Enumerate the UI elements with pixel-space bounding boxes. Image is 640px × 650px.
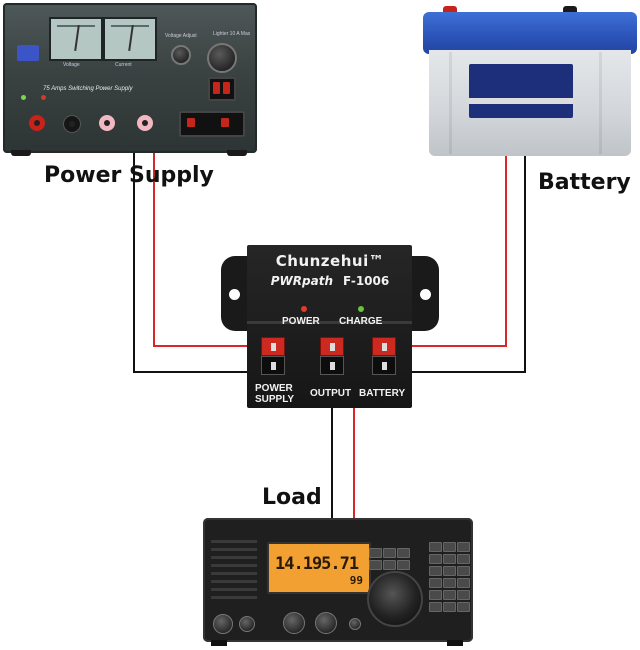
phones-jack-icon [213, 614, 233, 634]
rit-knob-icon [315, 612, 337, 634]
brand-name: Chunzehui™ [275, 252, 385, 270]
binding-post-pink-icon [137, 115, 153, 131]
power-supply-foot [11, 150, 31, 156]
power-supply-foot [227, 150, 247, 156]
binding-post-black-icon [63, 115, 81, 133]
power-supply-label: Power Supply [44, 163, 214, 188]
battery-label-sticker [469, 64, 573, 118]
voltage-knob-label: Voltage Adjust [165, 33, 197, 39]
small-knob-icon [349, 618, 361, 630]
charge-led-icon [358, 306, 364, 312]
voltage-meter [49, 17, 103, 61]
tuning-dial-icon [367, 571, 423, 627]
output-port-label: OUTPUT [310, 388, 352, 399]
mic-jack-icon [239, 616, 255, 632]
battery-negative-wire [388, 154, 526, 373]
load-label: Load [262, 485, 322, 510]
power-supply-port-label-2: SUPPLY [255, 394, 295, 405]
power-supply-title: 75 Amps Switching Power Supply [43, 86, 133, 92]
ham-radio-transceiver-icon: 14.195.71 99 [203, 518, 473, 646]
switch-box-body [247, 245, 412, 408]
power-supply-brand-mark [17, 45, 39, 61]
battery-lid [423, 12, 637, 54]
voltage-adjust-knob-icon [171, 45, 191, 65]
current-meter [103, 17, 157, 61]
power-switch-box-icon: Chunzehui™ PWRpath F-1006 POWER CHARGE PO… [221, 245, 439, 408]
charge-indicator-label: CHARGE [339, 316, 383, 327]
power-indicator-label: POWER [282, 316, 320, 327]
power-led-icon [301, 306, 307, 312]
battery-positive-wire [388, 154, 507, 347]
radio-channel: 99 [349, 574, 363, 587]
power-supply-unit-icon: Voltage Current Voltage Adjust Lighter 1… [3, 3, 257, 156]
mounting-hole-icon [229, 289, 240, 300]
radio-frequency: 14.195.71 [275, 554, 359, 574]
model-number: F-1006 [343, 274, 390, 288]
power-led-icon [21, 95, 26, 100]
current-meter-label: Current [115, 62, 132, 68]
binding-post-pink-icon [99, 115, 115, 131]
product-name: PWRpath [270, 274, 334, 288]
mounting-hole-icon [420, 289, 431, 300]
powerpole-connector-icon [320, 337, 344, 375]
car-battery-icon [423, 6, 637, 158]
power-supply-positive-wire [153, 150, 282, 347]
lighter-label: Lighter 10 A Max [213, 31, 251, 37]
af-gain-knob-icon [283, 612, 305, 634]
powerpole-socket-icon [208, 77, 236, 101]
model-line: PWRpath F-1006 [221, 274, 439, 288]
powerpole-connector-icon [261, 337, 285, 375]
voltage-meter-label: Voltage [63, 62, 80, 68]
radio-display: 14.195.71 99 [267, 542, 371, 594]
battery-label: Battery [538, 170, 631, 195]
battery-port-label: BATTERY [359, 388, 406, 399]
binding-post-red-icon [29, 115, 45, 131]
warning-led-icon [41, 95, 46, 100]
lighter-socket-icon [207, 43, 237, 73]
powerpole-connector-icon [372, 337, 396, 375]
power-supply-port-label-1: POWER [255, 383, 293, 394]
power-supply-negative-wire [133, 150, 282, 373]
powerpole-output-block-icon [179, 111, 245, 137]
